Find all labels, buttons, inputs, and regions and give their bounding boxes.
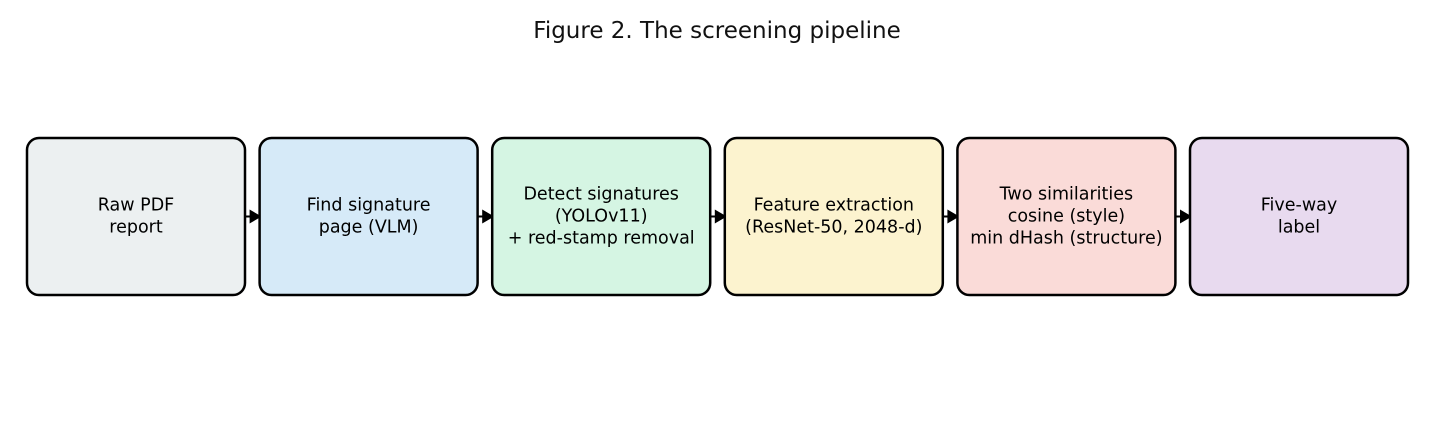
stage-label-line: Five-way xyxy=(1261,196,1338,216)
stage-label-line: min dHash (structure) xyxy=(970,229,1162,249)
stage-label-line: cosine (style) xyxy=(1008,207,1125,227)
stage-4: Feature extraction(ResNet-50, 2048-d) xyxy=(723,136,945,297)
stage-label-line: label xyxy=(1278,218,1320,238)
stage-box xyxy=(258,136,479,297)
stage-label-line: page (VLM) xyxy=(319,218,419,238)
stage-label-line: (YOLOv11) xyxy=(555,207,648,227)
stage-label-line: Raw PDF xyxy=(98,196,174,216)
stage-box xyxy=(25,136,247,297)
stage-label-line: report xyxy=(109,218,163,238)
stage-label-line: Find signature xyxy=(307,196,431,216)
stage-box xyxy=(490,136,712,297)
stage-box xyxy=(956,136,1177,297)
stage-label-line: Detect signatures xyxy=(523,185,678,205)
stage-label-line: + red-stamp removal xyxy=(508,229,695,249)
stage-label-line: Two similarities xyxy=(999,185,1134,205)
stage-3: Detect signatures(YOLOv11)+ red-stamp re… xyxy=(490,136,712,297)
stage-box xyxy=(1188,136,1410,297)
figure-title: Figure 2. The screening pipeline xyxy=(533,18,901,44)
stage-box xyxy=(723,136,945,297)
stage-label-line: (ResNet-50, 2048-d) xyxy=(745,218,922,238)
stage-label-line: Feature extraction xyxy=(754,196,914,216)
